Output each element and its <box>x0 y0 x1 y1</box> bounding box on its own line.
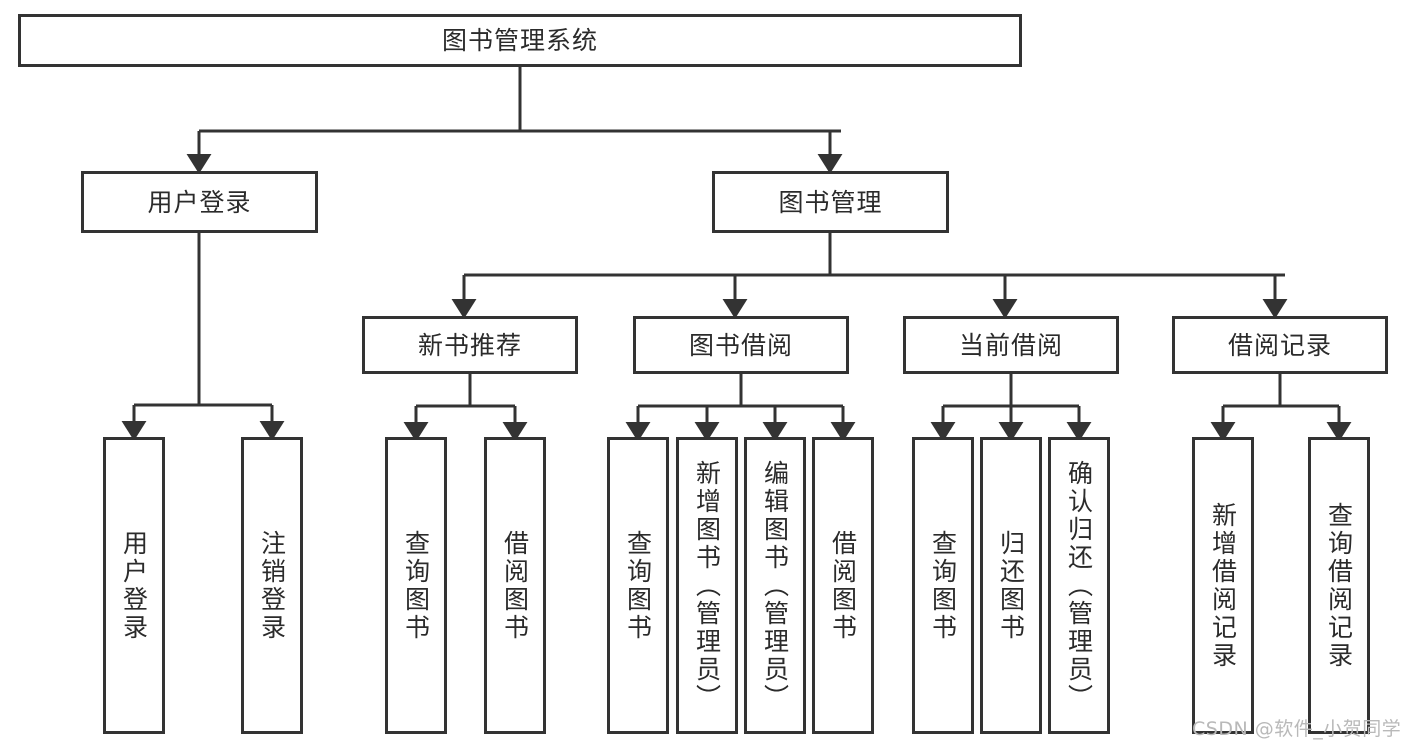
csdn-watermark: CSDN @软件_小贺同学 <box>1192 718 1402 740</box>
leaf-add-record-label: 新增借阅记录 <box>1208 501 1238 670</box>
leaf-query-book-3[interactable]: 查询图书 <box>912 437 974 734</box>
leaf-query-book-3-label: 查询图书 <box>928 529 958 642</box>
leaf-borrow-book-1-label: 借阅图书 <box>500 529 530 642</box>
node-borrow-record[interactable]: 借阅记录 <box>1172 316 1388 374</box>
leaf-query-book-2[interactable]: 查询图书 <box>607 437 669 734</box>
node-borrow-record-label: 借阅记录 <box>1227 330 1332 360</box>
leaf-user-logout-label: 注销登录 <box>257 529 287 642</box>
node-book-borrow[interactable]: 图书借阅 <box>633 316 849 374</box>
node-root-label: 图书管理系统 <box>441 26 598 55</box>
leaf-confirm-return-label: 确认归还（管理员） <box>1064 459 1094 712</box>
leaf-return-book-label: 归还图书 <box>996 529 1026 642</box>
node-root[interactable]: 图书管理系统 <box>18 14 1022 67</box>
node-new-book-rec-label: 新书推荐 <box>417 330 522 360</box>
leaf-confirm-return[interactable]: 确认归还（管理员） <box>1048 437 1110 734</box>
node-book-manage[interactable]: 图书管理 <box>712 171 949 233</box>
node-book-borrow-label: 图书借阅 <box>688 330 793 360</box>
leaf-query-book-2-label: 查询图书 <box>623 529 653 642</box>
leaf-add-record[interactable]: 新增借阅记录 <box>1192 437 1254 734</box>
node-new-book-rec[interactable]: 新书推荐 <box>362 316 578 374</box>
leaf-query-book-1[interactable]: 查询图书 <box>385 437 447 734</box>
leaf-edit-book-label: 编辑图书（管理员） <box>760 459 790 712</box>
leaf-add-book[interactable]: 新增图书（管理员） <box>676 437 738 734</box>
leaf-query-record[interactable]: 查询借阅记录 <box>1308 437 1370 734</box>
node-user-login-label: 用户登录 <box>147 187 252 217</box>
leaf-user-logout[interactable]: 注销登录 <box>241 437 303 734</box>
leaf-borrow-book-2-label: 借阅图书 <box>828 529 858 642</box>
leaf-borrow-book-1[interactable]: 借阅图书 <box>484 437 546 734</box>
leaf-user-login[interactable]: 用户登录 <box>103 437 165 734</box>
leaf-user-login-label: 用户登录 <box>119 529 149 642</box>
leaf-add-book-label: 新增图书（管理员） <box>692 459 722 712</box>
leaf-edit-book[interactable]: 编辑图书（管理员） <box>744 437 806 734</box>
node-book-manage-label: 图书管理 <box>778 187 883 217</box>
leaf-query-book-1-label: 查询图书 <box>401 529 431 642</box>
node-current-borrow-label: 当前借阅 <box>958 330 1063 360</box>
leaf-query-record-label: 查询借阅记录 <box>1324 501 1354 670</box>
leaf-return-book[interactable]: 归还图书 <box>980 437 1042 734</box>
leaf-borrow-book-2[interactable]: 借阅图书 <box>812 437 874 734</box>
node-user-login[interactable]: 用户登录 <box>81 171 318 233</box>
node-current-borrow[interactable]: 当前借阅 <box>903 316 1119 374</box>
